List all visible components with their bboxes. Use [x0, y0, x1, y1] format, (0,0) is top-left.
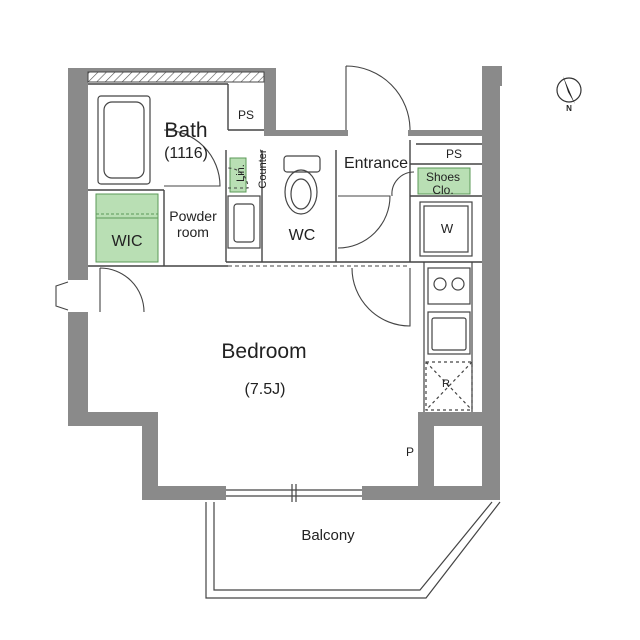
room-size-bedroom: (7.5J)	[244, 381, 286, 398]
room-label-shoes-closet: Shoes Clo.	[425, 170, 461, 197]
room-label-p: P	[405, 445, 414, 459]
room-label-wic: WIC	[111, 233, 143, 250]
room-label-balcony: Balcony	[301, 527, 355, 544]
wall-right-notch	[482, 66, 502, 86]
wall-top-left	[68, 68, 276, 72]
room-size-bath: (1116)	[164, 145, 208, 162]
wall-top-cap	[264, 68, 276, 134]
room-label-ps-right: PS	[445, 147, 462, 161]
wall-bottom-right-step	[418, 412, 500, 426]
shoes-closet	[417, 167, 471, 195]
wall-top-right	[408, 130, 490, 136]
doors	[55, 65, 415, 327]
room-label-counter: Counter	[257, 149, 269, 189]
sink-counter	[227, 195, 261, 249]
wall-bottom-left-drop	[142, 412, 158, 500]
room-label-powder-room: Powder room	[169, 208, 217, 241]
wall-left-upper	[68, 68, 88, 280]
room-label-bath: Bath	[164, 119, 208, 142]
room-label-bedroom: Bedroom	[221, 340, 307, 363]
top-hatched-band	[87, 71, 265, 83]
room-label-washer: W	[440, 221, 454, 236]
wall-right-column	[482, 66, 500, 500]
room-label-wc: WC	[288, 227, 316, 244]
washer-space	[419, 201, 473, 257]
exterior-walls	[68, 66, 502, 500]
wic-closet	[95, 193, 159, 263]
bathtub	[97, 95, 151, 185]
wall-bottom-left	[142, 486, 226, 500]
interior-walls	[88, 83, 482, 267]
room-label-entrance: Entrance	[343, 155, 409, 172]
compass-icon	[556, 76, 582, 104]
kitchen	[423, 262, 473, 412]
wall-bottom-right-drop	[418, 412, 434, 500]
wall-top-mid	[264, 130, 348, 136]
room-label-ps-top: PS	[237, 108, 254, 122]
linen-shelf	[229, 157, 247, 193]
wall-bottom-left-step	[68, 412, 156, 426]
room-label-linen: Lin.	[235, 164, 247, 182]
balcony-outline	[205, 501, 501, 599]
room-label-refrigerator: R	[442, 378, 450, 390]
wall-left-lower	[68, 312, 88, 422]
compass-north-label: N	[566, 104, 572, 113]
toilet	[283, 155, 321, 215]
bedroom-window	[226, 484, 362, 502]
